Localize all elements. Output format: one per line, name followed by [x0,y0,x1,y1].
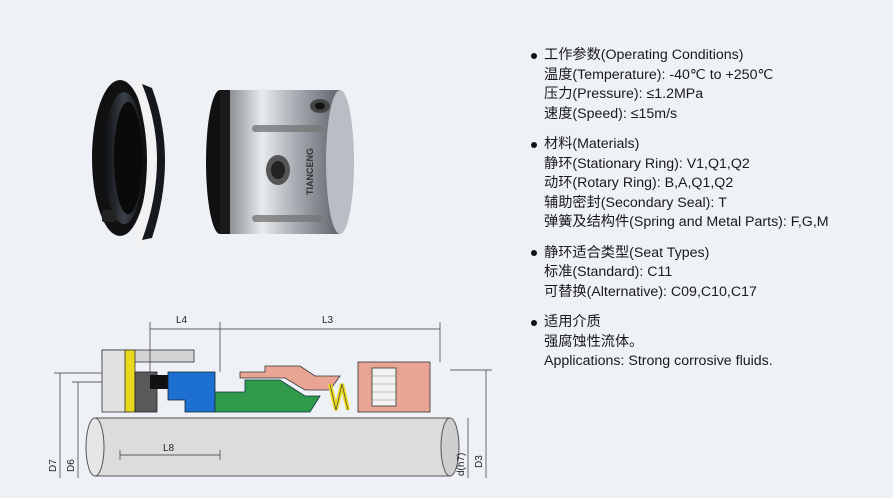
applications: 适用介质 强腐蚀性流体。 Applications: Strong corros… [528,313,888,372]
bullet-icon [531,52,537,59]
bullet-icon [531,250,537,257]
spec-line: 辅助密封(Secondary Seal): T [544,194,727,211]
spec-line: 动环(Rotary Ring): B,A,Q1,Q2 [544,175,734,191]
spec-line: 压力(Pressure): ≤1.2MPa [544,86,704,102]
dim-d3: D3 [474,455,485,468]
group-title: 工作参数(Operating Conditions) [544,47,744,63]
rubber-oring [150,375,168,389]
group-title: 适用介质 [544,314,601,330]
dim-l4: L4 [176,315,188,326]
spec-line: 速度(Speed): ≤15m/s [544,105,678,122]
spec-line: 弹簧及结构件(Spring and Metal Parts): F,G,M [544,214,829,230]
bullet-icon [531,319,537,326]
dim-d7: D7 [48,459,59,472]
group-title: 静环适合类型(Seat Types) [544,244,710,261]
rotary-unit-photo: TIANCENG [206,90,354,234]
dim-l3: L3 [322,315,334,326]
seat-pin [124,349,136,413]
spec-line: 温度(Temperature): -40℃ to +250℃ [544,66,774,83]
shaft [85,417,460,477]
spec-line: 可替换(Alternative): C09,C10,C17 [544,283,757,300]
spec-line: 标准(Standard): C11 [544,264,673,280]
spec-line: 强腐蚀性流体。 [544,333,644,350]
spec-line: 静环(Stationary Ring): V1,Q1,Q2 [544,155,750,172]
bullet-icon [531,141,537,148]
rotary-ring [167,371,216,413]
operating-conditions: 工作参数(Operating Conditions) 温度(Temperatur… [528,46,888,124]
ptfe-ring [132,80,157,246]
spec-list: 工作参数(Operating Conditions) 温度(Temperatur… [528,46,888,383]
brand-text: TIANCENG [305,148,315,195]
dimension-lines [54,322,492,478]
dim-dh7: d(h7) [456,453,467,476]
seat-housing [101,349,195,413]
materials: 材料(Materials) 静环(Stationary Ring): V1,Q1… [528,135,888,233]
seat-types: 静环适合类型(Seat Types) 标准(Standard): C11 可替换… [528,244,888,303]
dim-l8: L8 [163,443,175,454]
spec-line: Applications: Strong corrosive fluids. [544,353,773,369]
bellows [214,379,321,413]
technical-drawing: L4 L3 L8 D7 D6 d(h7) D3 [48,315,492,478]
product-photo: TIANCENG [92,80,354,246]
drive-collar [357,361,431,413]
dim-d6: D6 [66,459,77,472]
stationary-seat-photo [92,80,165,246]
group-title: 材料(Materials) [544,136,640,152]
